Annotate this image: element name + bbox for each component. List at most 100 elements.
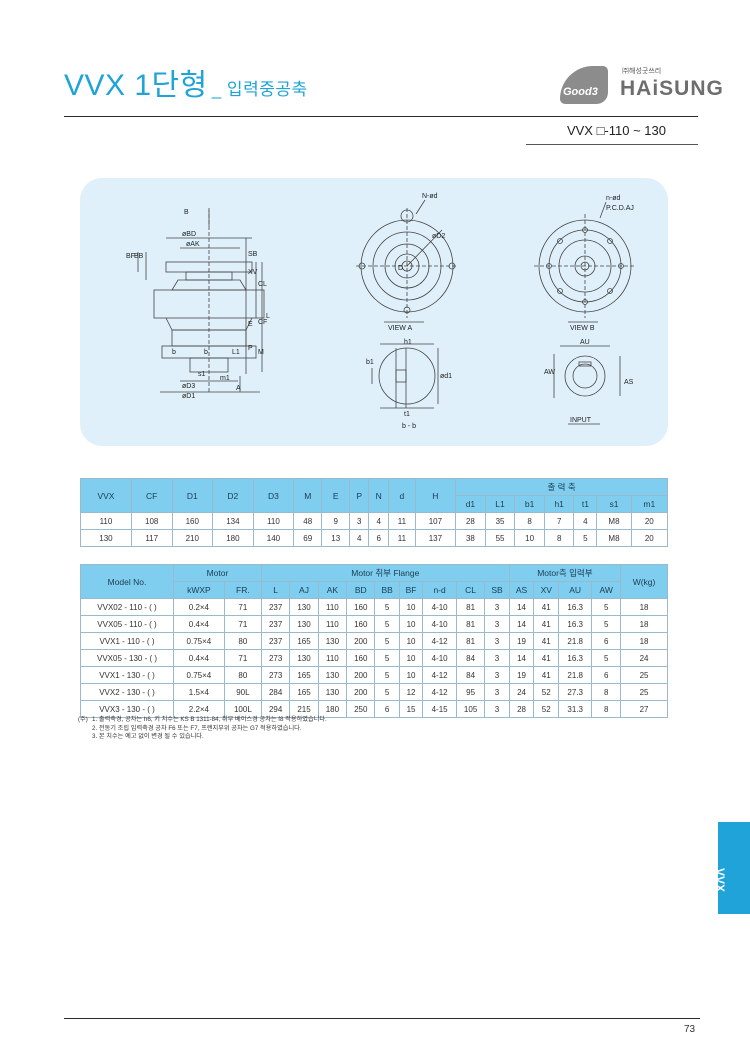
t1-cell: 7 bbox=[543, 512, 575, 530]
logo-corp-name: ㈜해성굿쓰리 bbox=[622, 68, 662, 75]
t2-cell: 10 bbox=[398, 598, 424, 616]
t1-cell: 20 bbox=[630, 512, 669, 530]
t1-sub-4: t1 bbox=[573, 495, 598, 513]
t1-cell: 4 bbox=[368, 512, 390, 530]
title-divider bbox=[64, 116, 698, 117]
label-s1: s1 bbox=[198, 371, 206, 378]
label-bf: BF bbox=[126, 253, 135, 260]
t2-sub-bf: BF bbox=[398, 581, 424, 599]
t2-cell: VVX05 - 110 - ( ) bbox=[80, 615, 174, 633]
t1-cell: 11 bbox=[388, 529, 416, 547]
t2-cell: 5 bbox=[374, 615, 400, 633]
t2-cell: 110 bbox=[317, 615, 348, 633]
t1-cell: 5 bbox=[573, 529, 598, 547]
t1-cell: 35 bbox=[484, 512, 516, 530]
t2-cell: 4-10 bbox=[422, 649, 457, 667]
t1-sub-2: b1 bbox=[514, 495, 545, 513]
t2-cell: 4-12 bbox=[422, 666, 457, 684]
t2-sub-aw: AW bbox=[591, 581, 622, 599]
t2-sub-bd: BD bbox=[346, 581, 376, 599]
t2-cell: 84 bbox=[455, 666, 486, 684]
t2-cell: 250 bbox=[346, 700, 376, 718]
t2-cell: 4-10 bbox=[422, 598, 457, 616]
t2-cell: 5 bbox=[591, 649, 622, 667]
side-tab-vvx[interactable]: VVX bbox=[713, 822, 750, 914]
t2-cell: 18 bbox=[620, 615, 668, 633]
t2-cell: 41 bbox=[533, 649, 560, 667]
t2-cell: 4-12 bbox=[422, 632, 457, 650]
t2-cell: 294 bbox=[260, 700, 291, 718]
label-cl: CL bbox=[258, 281, 267, 288]
range-divider bbox=[526, 144, 698, 145]
t2-cell: 0.4×4 bbox=[173, 615, 225, 633]
t2-sub-n-d: n-d bbox=[422, 581, 457, 599]
t2-cell: 14 bbox=[508, 615, 535, 633]
t2-cell: 237 bbox=[260, 632, 291, 650]
t1-cell: 130 bbox=[80, 529, 132, 547]
t1-cell: 28 bbox=[455, 512, 486, 530]
note-2: 2. 전동기 조립 입력축경 공차 F6 또는 F7, 프랜지부위 공차는 G7… bbox=[92, 724, 302, 732]
section-bb-circle bbox=[378, 347, 436, 405]
t2-group-flange: Motor 취부 Flange bbox=[260, 564, 510, 582]
t2-cell: 81 bbox=[455, 615, 486, 633]
t1-header-0: VVX bbox=[80, 478, 132, 513]
t2-cell: 28 bbox=[508, 700, 535, 718]
t1-sub-0: d1 bbox=[455, 495, 486, 513]
t2-sub-au: AU bbox=[558, 581, 593, 599]
t2-cell: 3 bbox=[484, 649, 510, 667]
t1-header-8: N bbox=[368, 478, 390, 513]
footnotes: (주)1. 출력축경, 공차는 h6, 키 치수는 KS B 1311-84, … bbox=[78, 716, 327, 742]
t2-cell: 8 bbox=[591, 700, 622, 718]
t1-cell: 10 bbox=[514, 529, 545, 547]
t2-cell: 14 bbox=[508, 598, 535, 616]
t2-cell: 2.2×4 bbox=[173, 700, 225, 718]
t1-cell: 9 bbox=[321, 512, 351, 530]
t2-cell: 81 bbox=[455, 632, 486, 650]
t2-group-input: Motor측 입력부 bbox=[508, 564, 622, 582]
label-n-d: N-ød bbox=[422, 193, 438, 200]
t2-cell: 6 bbox=[591, 666, 622, 684]
company-logo: Good3 ㈜해성굿쓰리 HAiSUNG bbox=[560, 66, 723, 108]
t2-cell: 80 bbox=[223, 666, 262, 684]
t2-cell: 0.2×4 bbox=[173, 598, 225, 616]
note-3: 3. 본 치수는 예고 없이 변경 될 수 있습니다. bbox=[92, 733, 204, 740]
t2-cell: 12 bbox=[398, 683, 424, 701]
label-l: L bbox=[266, 313, 270, 320]
t2-cell: 3 bbox=[484, 632, 510, 650]
t2-cell: 71 bbox=[223, 615, 262, 633]
t2-cell: 10 bbox=[398, 632, 424, 650]
t2-cell: 71 bbox=[223, 649, 262, 667]
t2-cell: 41 bbox=[533, 598, 560, 616]
t2-cell: 41 bbox=[533, 615, 560, 633]
input-outer-circle bbox=[564, 355, 606, 397]
t2-cell: 14 bbox=[508, 649, 535, 667]
t2-cell: 160 bbox=[346, 615, 376, 633]
label-m: M bbox=[258, 349, 264, 356]
t2-cell: 3 bbox=[484, 700, 510, 718]
t1-cell: 110 bbox=[80, 512, 132, 530]
technical-drawing-panel: B øBD øAK BF BB SB XV CL L CF E L1 P M b… bbox=[80, 178, 668, 446]
label-as: AS bbox=[624, 379, 634, 386]
t2-sub-ak: AK bbox=[317, 581, 348, 599]
t1-cell: 55 bbox=[484, 529, 516, 547]
t2-sub-sb: SB bbox=[484, 581, 510, 599]
t2-cell: 3 bbox=[484, 683, 510, 701]
t2-cell: 215 bbox=[289, 700, 319, 718]
label-d3: øD3 bbox=[182, 383, 195, 390]
label-b1: b1 bbox=[366, 359, 374, 366]
t2-cell: 100L bbox=[223, 700, 262, 718]
label-e: E bbox=[248, 321, 253, 328]
t2-cell: 130 bbox=[317, 632, 348, 650]
t2-cell: 31.3 bbox=[558, 700, 593, 718]
t2-cell: 5 bbox=[374, 632, 400, 650]
label-m1: m1 bbox=[220, 375, 230, 382]
t1-cell: 48 bbox=[293, 512, 323, 530]
t2-cell: 273 bbox=[260, 649, 291, 667]
footer-divider bbox=[64, 1018, 700, 1019]
